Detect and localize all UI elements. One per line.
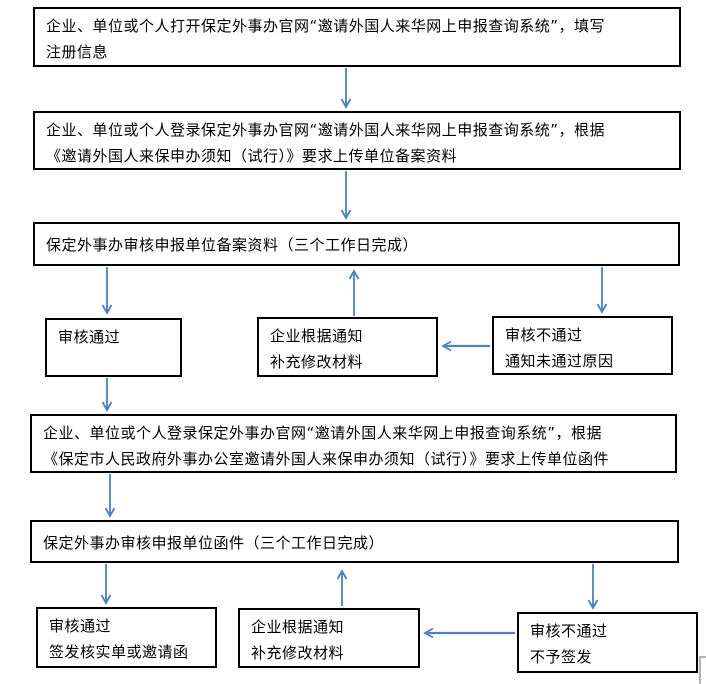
node-supplement-materials-2: 企业根据通知 补充修改材料 [238,608,420,668]
node-login-upload-filing-materials: 企业、单位或个人登录保定外事办官网“邀请外国人来华网上申报查询系统”，根据 《邀… [33,111,681,170]
node-review-filing-materials: 保定外事办审核申报单位备案资料（三个工作日完成） [33,222,680,266]
node-supplement-materials-1: 企业根据通知 补充修改材料 [257,317,438,377]
node-review-passed-2-issue: 审核通过 签发核实单或邀请函 [36,607,217,668]
node-review-failed-2-no-issue: 审核不通过 不予签发 [517,612,698,673]
frame-corner-decoration [699,656,706,684]
node-open-website-register: 企业、单位或个人打开保定外事办官网“邀请外国人来华网上申报查询系统”，填写 注册… [33,7,681,67]
node-review-passed-1: 审核通过 [45,318,182,377]
node-review-letters: 保定外事办审核申报单位函件（三个工作日完成） [30,520,679,563]
node-login-upload-letters: 企业、单位或个人登录保定外事办官网“邀请外国人来华网上申报查询系统”，根据 《保… [30,414,677,473]
node-review-failed-1: 审核不通过 通知未通过原因 [492,316,673,375]
